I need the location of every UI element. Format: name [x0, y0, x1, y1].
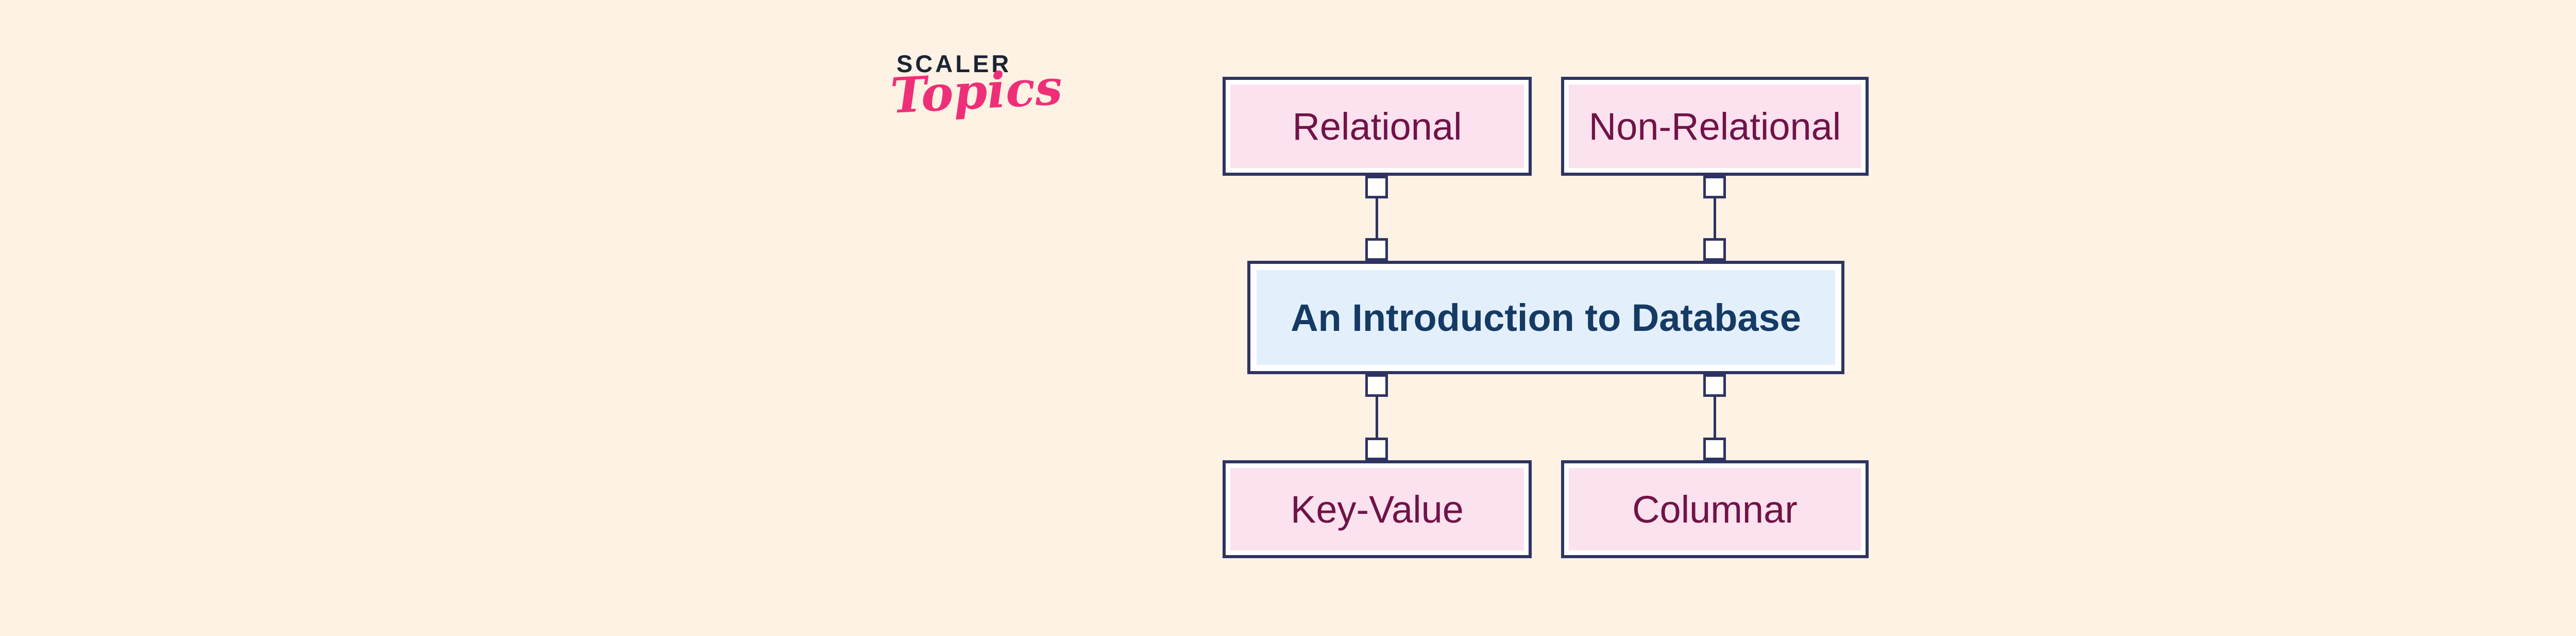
- connector-non-relational-to-center: [1703, 176, 1726, 261]
- logo-script-text: Topics: [889, 59, 1064, 125]
- connector-line: [1375, 198, 1378, 238]
- node-fill: An Introduction to Database: [1257, 270, 1835, 365]
- connector-line: [1713, 397, 1716, 438]
- connector-stub: [1703, 176, 1726, 198]
- node-fill: Non-Relational: [1569, 85, 1861, 168]
- node-fill: Relational: [1230, 85, 1524, 168]
- connector-center-to-columnar: [1703, 374, 1726, 460]
- node-fill: Key-Value: [1230, 468, 1524, 550]
- connector-relational-to-center: [1365, 176, 1388, 261]
- connector-line: [1375, 397, 1378, 438]
- connector-line: [1713, 198, 1716, 238]
- node-label: An Introduction to Database: [1291, 296, 1801, 339]
- node-relational: Relational: [1223, 77, 1532, 176]
- node-label: Columnar: [1632, 488, 1798, 531]
- connector-stub: [1365, 438, 1388, 460]
- node-key-value: Key-Value: [1223, 460, 1532, 558]
- connector-stub: [1365, 238, 1388, 261]
- connector-stub: [1365, 374, 1388, 397]
- node-label: Key-Value: [1291, 488, 1464, 531]
- scaler-topics-logo: SCALER Topics: [889, 50, 1064, 165]
- logo-brand-text: SCALER: [896, 50, 1012, 77]
- connector-stub: [1703, 374, 1726, 397]
- node-columnar: Columnar: [1561, 460, 1869, 558]
- node-label: Non-Relational: [1588, 105, 1841, 148]
- connector-center-to-key-value: [1365, 374, 1388, 460]
- connector-stub: [1703, 438, 1726, 460]
- connector-stub: [1365, 176, 1388, 198]
- node-non-relational: Non-Relational: [1561, 77, 1869, 176]
- node-fill: Columnar: [1569, 468, 1861, 550]
- node-center-title: An Introduction to Database: [1247, 261, 1844, 374]
- node-label: Relational: [1292, 105, 1462, 148]
- connector-stub: [1703, 238, 1726, 261]
